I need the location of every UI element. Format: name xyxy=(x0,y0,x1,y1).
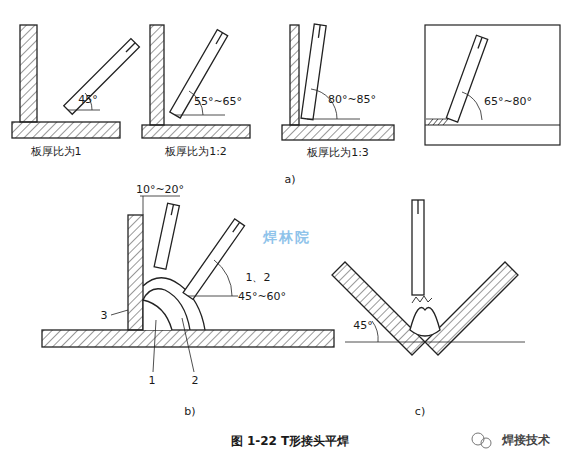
callout-number: 3 xyxy=(101,310,108,322)
watermark: 焊接技术 xyxy=(502,434,550,447)
subfigure-label: b) xyxy=(184,406,195,418)
angle-label: 65°~80° xyxy=(484,96,532,108)
angle-label: 45° xyxy=(78,94,98,106)
angle-label: 55°~65° xyxy=(194,96,242,108)
callout-number: 2 xyxy=(192,375,199,387)
plate-ratio-label: 板厚比为1:3 xyxy=(307,147,369,159)
callout-number: 1、2 xyxy=(246,272,271,284)
angle-label: 80°~85° xyxy=(328,94,376,106)
subfigure-label: a) xyxy=(284,174,295,186)
plate-ratio-label: 板厚比为1 xyxy=(31,146,82,158)
plate-ratio-label: 板厚比为1:2 xyxy=(165,146,227,158)
callout-number: 1 xyxy=(149,375,156,387)
angle-label: 45° xyxy=(353,320,373,332)
angle-label: 10°~20° xyxy=(136,184,184,196)
watermark: 焊林院 xyxy=(263,230,311,245)
angle-label: 45°~60° xyxy=(238,291,286,303)
figure-caption: 图 1-22 T形接头平焊 xyxy=(231,435,350,448)
subfigure-label: c) xyxy=(415,406,425,418)
